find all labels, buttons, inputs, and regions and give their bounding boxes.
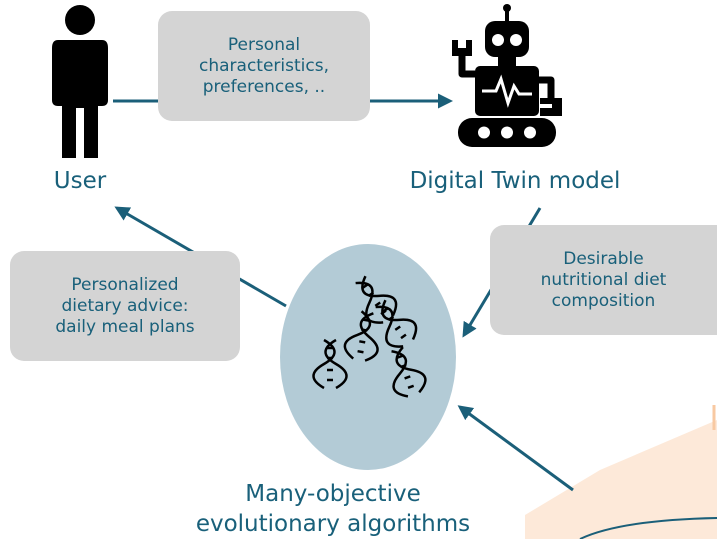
arrow-bottom-to-algorithms <box>457 405 574 492</box>
edge-label-twin-to-algorithms: Desirable nutritional diet composition <box>490 225 717 335</box>
dna-icon <box>312 275 427 398</box>
digital-twin-label: Digital Twin model <box>409 168 621 194</box>
decorative-shape-bottom-right <box>525 405 717 539</box>
edge-label-algorithms-to-user: Personalized dietary advice: daily meal … <box>10 251 240 361</box>
edge-label-user-to-twin: Personal characteristics, preferences, .… <box>158 11 370 121</box>
algorithms-label: Many-objective evolutionary algorithms <box>195 481 471 537</box>
algorithms-ellipse <box>280 244 456 470</box>
user-label: User <box>53 168 107 194</box>
person-icon <box>52 5 108 158</box>
robot-icon <box>452 4 562 147</box>
